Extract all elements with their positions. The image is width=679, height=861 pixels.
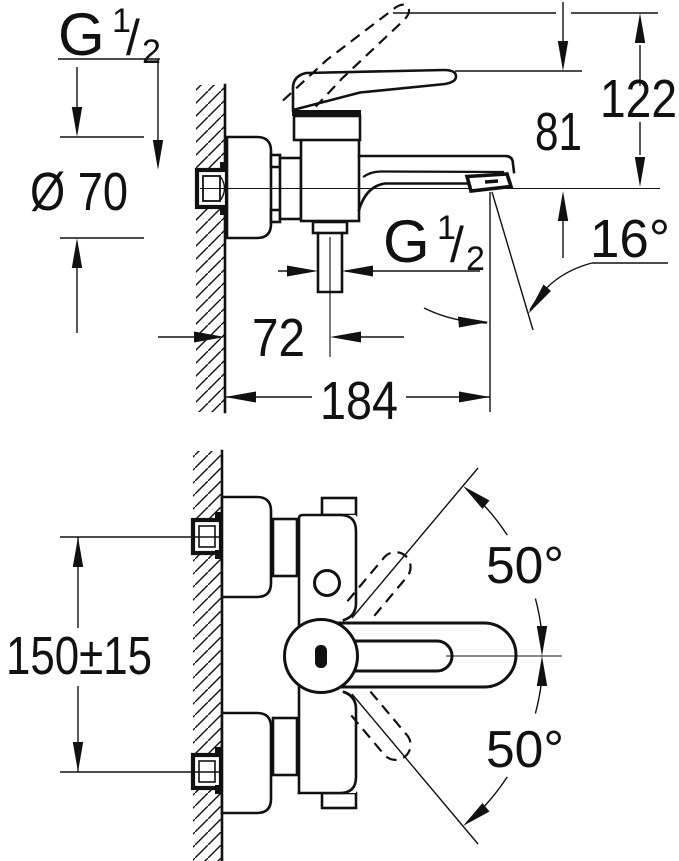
label-diameter-70: Ø 70 — [30, 162, 128, 222]
s-union-lower — [190, 711, 299, 815]
dim-wall-thread: G 1 / 2 — [58, 1, 164, 170]
wall-section — [196, 83, 227, 414]
label-reach-184: 184 — [320, 371, 398, 431]
dim-spout-angle: 16° — [423, 191, 670, 412]
wall-thread-base: G — [58, 1, 105, 68]
s-union-upper — [190, 495, 299, 599]
dim-lever-swing-lower: 50° — [351, 656, 564, 845]
lever-raised-dashed — [282, 3, 411, 108]
label-height-81: 81 — [535, 102, 582, 162]
dim-diameter-70: Ø 70 — [30, 67, 144, 333]
side-view: G 1 / 2 Ø 70 122 81 — [30, 1, 677, 431]
wall-thread-numerator: 1 — [112, 2, 131, 40]
label-spacing-150: 150±15 — [6, 626, 152, 686]
lever-front — [283, 618, 562, 694]
shower-thread-slash: / — [450, 217, 464, 273]
dim-connection-spacing: 150±15 — [6, 536, 222, 773]
dim-offset-72: 72 — [158, 308, 404, 368]
escutcheon — [225, 135, 303, 240]
dim-reach-184: 184 — [225, 371, 490, 431]
aerator — [464, 172, 514, 193]
shower-thread-numerator: 1 — [437, 209, 456, 247]
label-swing-lower-50: 50° — [486, 721, 564, 779]
dim-height-122: 122 — [393, 12, 677, 187]
diverter-button — [313, 569, 341, 597]
label-offset-72: 72 — [252, 308, 305, 368]
wall-thread-slash: / — [126, 10, 140, 66]
dim-lever-swing-upper: 50° — [351, 467, 564, 656]
front-view: 50° 50° 150±15 — [6, 449, 564, 861]
dim-shower-thread: G 1 / 2 — [278, 208, 485, 278]
wall-thread-denominator: 2 — [142, 33, 161, 71]
label-angle-16: 16° — [590, 209, 670, 269]
dim-height-81: 81 — [455, 2, 582, 258]
faucet-body — [292, 110, 362, 223]
spout — [357, 154, 516, 212]
lever-handle — [291, 68, 458, 112]
shower-thread-denominator: 2 — [466, 240, 485, 278]
shower-thread-base: G — [383, 208, 430, 275]
label-swing-upper-50: 50° — [486, 537, 564, 595]
label-height-122: 122 — [600, 69, 677, 129]
